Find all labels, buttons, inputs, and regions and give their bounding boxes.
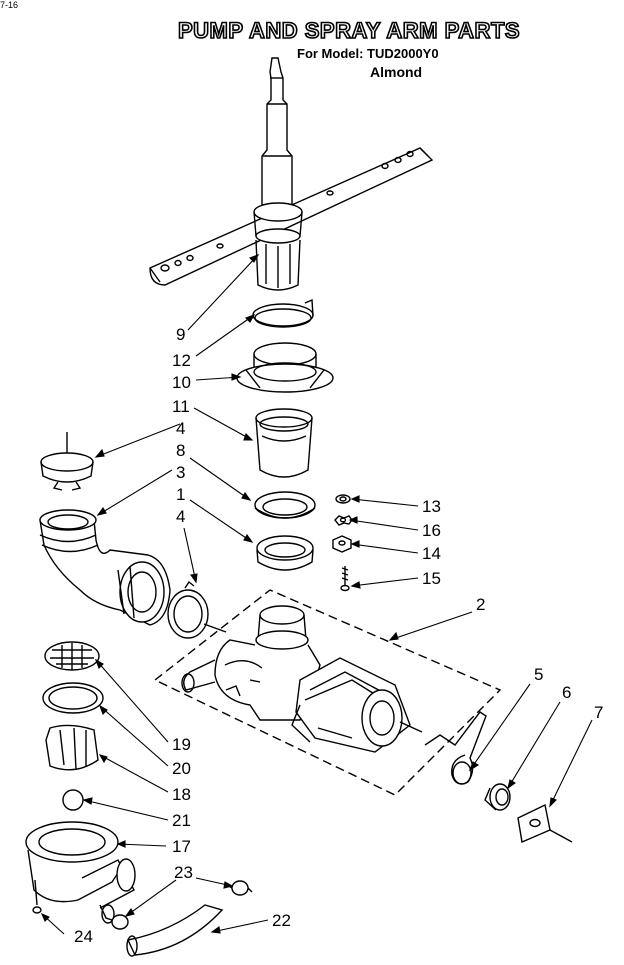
callout-8: 8 <box>176 441 185 460</box>
callout-labels: 9 12 10 11 4 8 3 1 4 13 16 14 15 2 5 6 7… <box>74 325 603 946</box>
callout-1: 1 <box>176 485 185 504</box>
callout-19: 19 <box>172 735 191 754</box>
callout-3: 3 <box>176 463 185 482</box>
callout-15: 15 <box>422 569 441 588</box>
callout-4-lower: 4 <box>176 507 185 526</box>
callout-17: 17 <box>172 837 191 856</box>
callout-21: 21 <box>172 811 191 830</box>
callout-6: 6 <box>562 683 571 702</box>
callout-7: 7 <box>594 703 603 722</box>
part-11-cup <box>255 408 313 478</box>
pump-motor-assembly <box>153 589 502 796</box>
callout-12: 12 <box>172 351 191 370</box>
callout-10: 10 <box>172 373 191 392</box>
part-12-ring <box>252 298 314 328</box>
part-1-ring <box>256 535 314 571</box>
color-line: Almond <box>370 64 423 80</box>
callout-22: 22 <box>272 911 291 930</box>
callout-24: 24 <box>74 927 93 946</box>
parts-5-6-7 <box>424 711 573 843</box>
corner-mark: 7-16 <box>0 0 19 10</box>
callout-13: 13 <box>422 497 441 516</box>
callout-16: 16 <box>422 521 441 540</box>
callout-4-top: 4 <box>176 419 185 438</box>
model-line: For Model: TUD2000Y0 <box>297 46 439 61</box>
callout-9: 9 <box>176 325 185 344</box>
callout-leaders <box>40 253 593 935</box>
callout-14: 14 <box>422 544 441 563</box>
hose-clamps-and-elbow <box>39 432 227 639</box>
callout-20: 20 <box>172 759 191 778</box>
small-fasteners <box>332 494 353 592</box>
callout-18: 18 <box>172 785 191 804</box>
drain-stack <box>25 641 136 924</box>
callout-2: 2 <box>476 595 485 614</box>
part-8-ring <box>254 491 316 519</box>
part-10-collar <box>236 342 334 393</box>
spray-arm-assembly <box>149 57 434 291</box>
drain-hose-and-clamps <box>111 880 253 957</box>
callout-11: 11 <box>172 397 190 416</box>
callout-23: 23 <box>174 863 193 882</box>
diagram-title: PUMP AND SPRAY ARM PARTS <box>177 17 521 44</box>
callout-5: 5 <box>534 665 543 684</box>
